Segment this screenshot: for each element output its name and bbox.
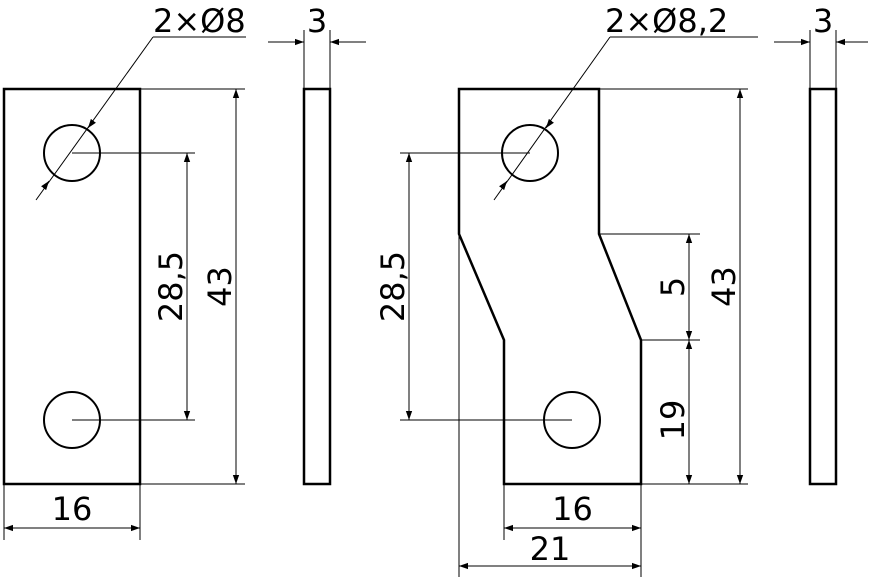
right-dim-width-bottom: 16	[504, 490, 641, 532]
right-dim-hole-spacing: 28,5	[374, 153, 413, 420]
left-height-label: 43	[201, 266, 239, 307]
right-lower-height-label: 19	[654, 400, 692, 441]
left-hole-callout-label: 2×Ø8	[153, 2, 246, 40]
right-thickness-label: 3	[813, 2, 833, 40]
right-width-overall-label: 21	[530, 530, 571, 568]
left-hole-spacing-label: 28,5	[152, 251, 190, 322]
left-plate-front-view	[2, 87, 142, 486]
left-thickness-label: 3	[307, 2, 327, 40]
right-dim-width-overall: 21	[459, 530, 641, 570]
left-width-label: 16	[52, 490, 93, 528]
left-plate-side-view: 3	[268, 2, 366, 486]
right-hole-callout-label: 2×Ø8,2	[605, 2, 728, 40]
right-dim-lower-height: 19	[654, 340, 693, 484]
left-dim-hole-spacing: 28,5	[152, 153, 191, 420]
left-dim-height: 43	[201, 89, 240, 484]
right-hole-callout: 2×Ø8,2	[493, 2, 758, 201]
left-dim-width: 16	[4, 490, 140, 532]
right-dim-offset: 5	[654, 234, 693, 340]
right-dim-height: 43	[705, 89, 744, 484]
right-plate-side-view: 3	[774, 2, 868, 486]
right-plate-side-outline	[808, 87, 838, 486]
right-width-bottom-label: 16	[552, 490, 593, 528]
left-extension-lines	[3, 88, 245, 540]
right-offset-label: 5	[654, 277, 692, 297]
right-height-label: 43	[705, 266, 743, 307]
right-hole-spacing-label: 28,5	[374, 251, 412, 322]
left-hole-callout: 2×Ø8	[35, 2, 246, 201]
right-plate-front-view	[457, 87, 643, 486]
left-plate-side-outline	[302, 87, 332, 486]
